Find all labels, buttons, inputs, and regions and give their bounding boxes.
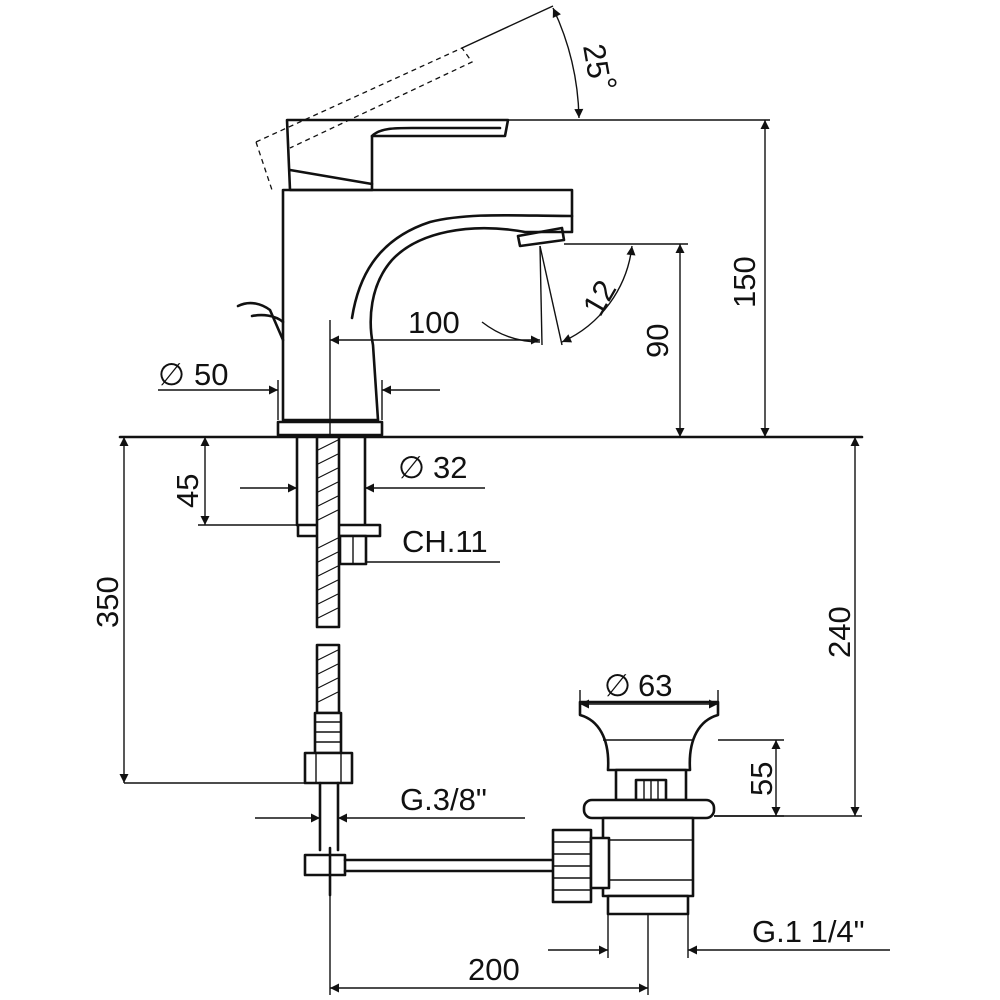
tap-body bbox=[236, 47, 574, 437]
waste-depth-label: 240 bbox=[822, 606, 857, 658]
waste-flange bbox=[582, 798, 716, 820]
nut-size-label: CH.11 bbox=[402, 524, 488, 559]
lever-angle-degree: ° bbox=[606, 72, 618, 107]
overall-height-label: 150 bbox=[727, 256, 762, 308]
hose-length-dimension: 350 bbox=[90, 437, 305, 784]
spout-reach-dimension: 100 bbox=[329, 305, 541, 437]
spout-height-dimension: 90 bbox=[564, 243, 688, 437]
rod-length-dimension: 200 bbox=[329, 895, 649, 995]
rod-length-label: 200 bbox=[468, 952, 520, 987]
lever-angle-label: 25 bbox=[576, 41, 616, 81]
spout-angle-label: 12 bbox=[576, 274, 624, 321]
shank-length-label: 45 bbox=[170, 474, 205, 508]
spout-height-label: 90 bbox=[640, 324, 675, 358]
pop-up-pull-rod bbox=[236, 301, 285, 342]
overall-height-dimension: 150 bbox=[727, 120, 770, 437]
shank-length-dimension: 45 bbox=[170, 437, 298, 526]
waste-thread-dimension: G.1 1/4" bbox=[548, 914, 890, 958]
hose-thread-label: G.3/8" bbox=[400, 782, 487, 817]
lever-handle bbox=[285, 118, 510, 192]
waste-depth-dimension: 240 bbox=[714, 437, 862, 817]
plug-height-dimension: 55 bbox=[714, 739, 784, 817]
waste-body bbox=[601, 816, 695, 898]
tap-main-body bbox=[281, 188, 574, 422]
lever-raised-outline bbox=[255, 47, 473, 191]
rod-knurled-clamp bbox=[551, 828, 593, 904]
nut-size-dimension: CH.11 bbox=[366, 524, 500, 563]
plug-height-label: 55 bbox=[744, 762, 779, 796]
pop-up-waste bbox=[578, 700, 720, 916]
waste-plug-head bbox=[578, 700, 720, 772]
hose-hatching-lower bbox=[317, 649, 339, 703]
base-diameter-label: 50 bbox=[194, 357, 228, 392]
plug-diameter-dimension: ∅ 63 bbox=[579, 668, 719, 709]
lever-angle-dimension: 25 ° bbox=[461, 5, 770, 121]
waste-thread-label: G.1 1/4" bbox=[752, 914, 865, 949]
spout-reach-label: 100 bbox=[408, 305, 460, 340]
base-diameter-symbol: ∅ bbox=[158, 357, 185, 392]
hose-hatching-upper bbox=[317, 439, 339, 619]
plug-diameter-symbol: ∅ bbox=[604, 668, 631, 703]
plug-diameter-label: 63 bbox=[638, 668, 672, 703]
waste-thread-tail bbox=[606, 894, 690, 916]
linkage-rod bbox=[303, 828, 593, 904]
spout-angle-dimension: 12 bbox=[539, 245, 636, 346]
hose-thread-dimension: G.3/8" bbox=[255, 782, 525, 823]
base-diameter-dimension: ∅ 50 bbox=[158, 357, 440, 420]
shank-diameter-symbol: ∅ bbox=[398, 450, 425, 485]
hose-connector-nut bbox=[303, 751, 354, 785]
shank-diameter-dimension: ∅ 32 bbox=[240, 450, 485, 493]
flexible-hose bbox=[303, 435, 354, 852]
spout-aerator bbox=[516, 226, 566, 248]
hose-length-label: 350 bbox=[90, 576, 125, 628]
shank-diameter-label: 32 bbox=[433, 450, 467, 485]
